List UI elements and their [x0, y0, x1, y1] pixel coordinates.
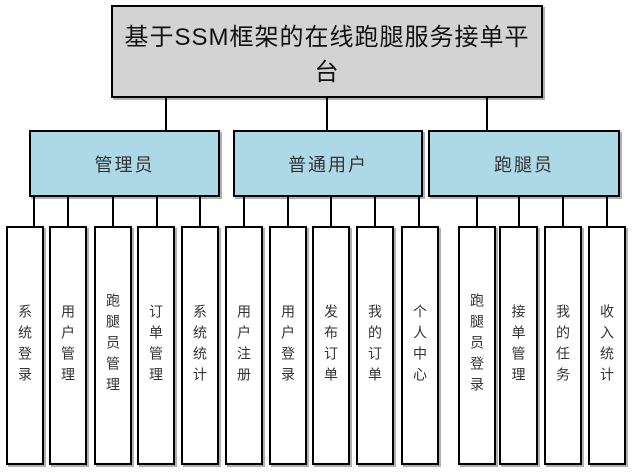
connector-line: [418, 197, 420, 226]
branch-admin-label: 管理员: [94, 154, 155, 175]
connector-line: [562, 197, 564, 226]
leaf-order-management: 订单管理: [137, 226, 175, 465]
leaf-label: 个人中心: [412, 303, 428, 388]
leaf-order-taking-management: 接单管理: [499, 226, 538, 465]
leaf-label: 跑腿员管理: [105, 293, 121, 398]
connector-line: [243, 197, 245, 226]
connector-line: [199, 197, 201, 226]
connector-line: [606, 197, 608, 226]
branch-runner-label: 跑腿员: [494, 154, 554, 175]
leaf-label: 用户登录: [280, 303, 296, 388]
connector-line: [374, 197, 376, 226]
leaf-label: 收入统计: [599, 303, 615, 388]
leaf-label: 跑腿员登录: [469, 293, 485, 398]
leaf-income-statistics: 收入统计: [588, 226, 626, 465]
connector-line: [156, 197, 158, 226]
root-node: 基于SSM框架的在线跑腿服务接单平台: [111, 5, 543, 98]
branch-admin: 管理员: [29, 130, 220, 197]
leaf-runner-login: 跑腿员登录: [458, 226, 496, 465]
root-node-label: 基于SSM框架的在线跑腿服务接单平台: [124, 23, 530, 86]
connector-line: [330, 197, 332, 226]
leaf-my-tasks: 我的任务: [544, 226, 582, 465]
branch-runner: 跑腿员: [428, 130, 620, 197]
connector-line: [112, 197, 114, 226]
branch-user: 普通用户: [233, 130, 423, 197]
connector-line: [33, 197, 35, 226]
leaf-runner-management: 跑腿员管理: [94, 226, 132, 465]
leaf-system-statistics: 系统统计: [181, 226, 219, 465]
leaf-label: 订单管理: [148, 303, 164, 388]
leaf-label: 系统登录: [17, 303, 33, 388]
leaf-label: 接单管理: [510, 303, 527, 388]
connector-line: [165, 98, 167, 130]
leaf-publish-order: 发布订单: [312, 226, 350, 465]
leaf-label: 我的任务: [555, 303, 571, 388]
connector-line: [476, 197, 478, 226]
leaf-my-orders: 我的订单: [356, 226, 394, 465]
leaf-label: 用户管理: [60, 303, 76, 388]
connector-line: [67, 197, 69, 226]
leaf-label: 我的订单: [367, 303, 383, 388]
connector-line: [287, 197, 289, 226]
leaf-user-management: 用户管理: [49, 226, 87, 465]
leaf-label: 系统统计: [192, 303, 208, 388]
connector-line: [486, 98, 488, 130]
leaf-personal-center: 个人中心: [401, 226, 439, 465]
connector-line: [518, 197, 520, 226]
leaf-label: 发布订单: [323, 303, 339, 388]
leaf-user-login: 用户登录: [269, 226, 307, 465]
leaf-label: 用户注册: [236, 303, 252, 388]
branch-user-label: 普通用户: [288, 154, 368, 175]
leaf-user-register: 用户注册: [225, 226, 263, 465]
connector-line: [326, 98, 328, 130]
leaf-system-login: 系统登录: [6, 226, 44, 465]
